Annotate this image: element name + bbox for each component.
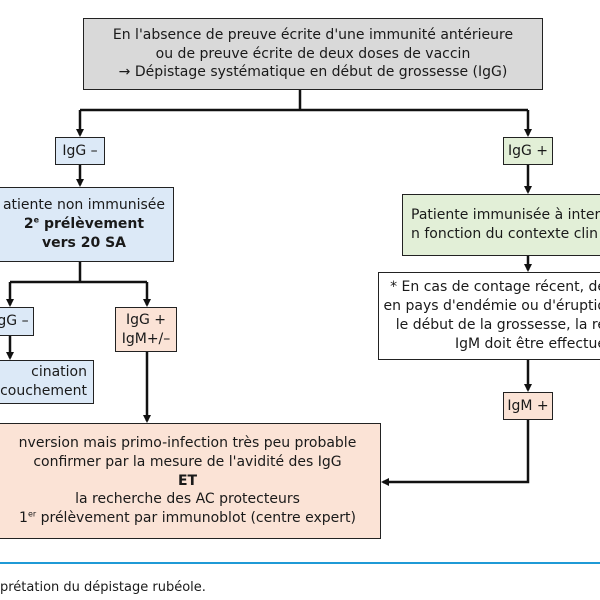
recent-contact-note-box: * En cas de contage récent, de en pays d… xyxy=(378,272,600,360)
screening-line-2: ou de preuve écrite de deux doses de vac… xyxy=(155,45,471,62)
note-line-4: IgM doit être effectué xyxy=(455,335,600,352)
igm-positive-label: IgM + xyxy=(507,397,549,414)
non-immune-line-1: atiente non immunisée xyxy=(2,197,166,214)
seroconversion-line-2: confirmer par la mesure de l'avidité des… xyxy=(33,453,342,470)
immune-line-2: n fonction du contexte clin xyxy=(411,226,599,242)
non-immune-box: atiente non immunisée 2e prélèvement ver… xyxy=(0,187,174,262)
non-immune-line-2: 2e prélèvement xyxy=(24,215,144,234)
seroconversion-line-1: nversion mais primo-infection très peu p… xyxy=(18,434,357,451)
immune-line-1: Patiente immunisée à inter xyxy=(411,207,600,224)
seroconversion-line-3: ET xyxy=(177,472,198,489)
igg-positive-label: IgG + xyxy=(507,142,549,159)
vaccination-line-1: cination xyxy=(31,364,87,381)
seroconversion-line-4: la recherche des AC protecteurs xyxy=(75,491,300,508)
screening-line-1: En l'absence de preuve écrite d'une immu… xyxy=(112,26,514,43)
note-line-3: le début de la grossesse, la re xyxy=(395,317,600,333)
connector-left-split xyxy=(10,262,147,284)
seroconversion-line-5: 1er prélèvement par immunoblot (centre e… xyxy=(19,509,356,527)
igg-igm-box: IgG + IgM+/– xyxy=(115,307,177,352)
igg-igm-line-2: IgM+/– xyxy=(121,330,171,347)
screening-line-3: → Dépistage systématique en début de gro… xyxy=(118,64,508,81)
igg-negative-label: IgG – xyxy=(62,142,98,159)
seroconversion-box: nversion mais primo-infection très peu p… xyxy=(0,423,381,539)
igg-negative-box: IgG – xyxy=(55,137,105,165)
second-sample-text: prélèvement xyxy=(39,216,145,233)
caption-divider xyxy=(0,562,600,564)
non-immune-line-3: vers 20 SA xyxy=(41,234,126,251)
arrow-igm-to-bottom xyxy=(381,420,530,486)
igm-positive-box: IgM + xyxy=(503,392,553,420)
connector-top-split xyxy=(80,90,528,112)
figure-caption: prétation du dépistage rubéole. xyxy=(0,580,206,595)
igg-igm-line-1: IgG + xyxy=(125,311,167,328)
note-line-1: * En cas de contage récent, de xyxy=(390,279,600,296)
screening-box: En l'absence de preuve écrite d'une immu… xyxy=(83,18,543,90)
sub-igg-negative-label: gG – xyxy=(0,313,29,330)
sub-igg-negative-box: gG – xyxy=(0,307,34,336)
note-line-2: en pays d'endémie ou d'éruptio xyxy=(383,298,600,315)
second-sample-sup: e xyxy=(33,215,40,225)
vaccination-box: cination couchement xyxy=(0,360,94,404)
vaccination-line-2: couchement xyxy=(0,383,87,399)
igg-positive-box: IgG + xyxy=(503,137,553,165)
second-sample-number: 2 xyxy=(23,216,34,233)
immune-box: Patiente immunisée à inter n fonction du… xyxy=(402,194,600,256)
